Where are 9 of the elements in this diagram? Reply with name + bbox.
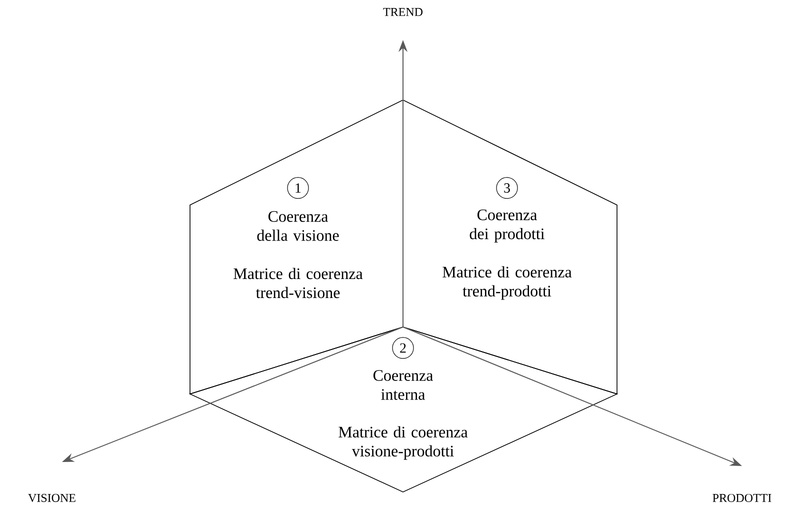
axis-label: VISIONE [28, 494, 76, 502]
face-body: Matrice di coerenza visione-prodotti [338, 426, 468, 460]
face-heading: Coerenza interna [373, 370, 433, 400]
axis-label: PRODOTTI [712, 494, 772, 502]
face-body: Matrice di coerenza trend-prodotti [442, 266, 572, 300]
axis-label: TREND [383, 8, 423, 16]
face-heading: Coerenza dei prodotti [470, 210, 544, 242]
face-heading: Coerenza della visione [257, 211, 339, 241]
face-body: Matrice di coerenza trend-visione [234, 268, 363, 298]
